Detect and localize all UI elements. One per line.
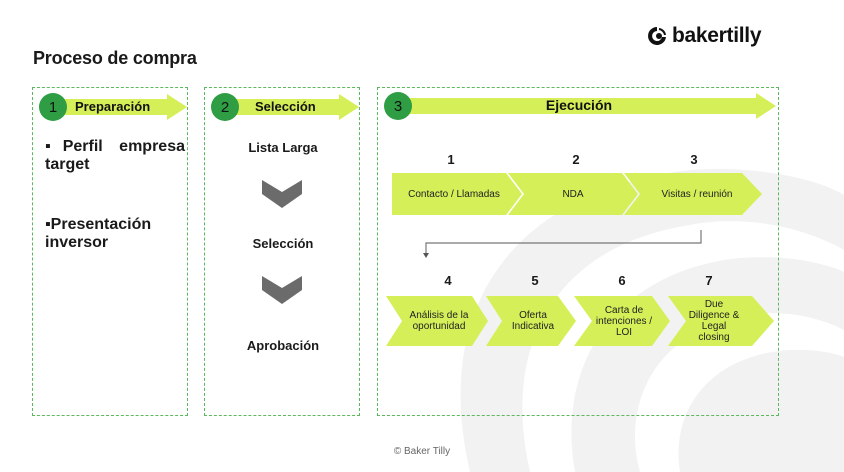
process-row-1 bbox=[392, 173, 762, 215]
phase-number-badge: 1 bbox=[39, 93, 67, 121]
phase-header: 3 Ejecución bbox=[382, 92, 776, 120]
logo-swirl-icon bbox=[648, 27, 666, 45]
bullet-item: ▪Presentación inversor bbox=[45, 216, 152, 251]
phase-label: Selección bbox=[255, 99, 316, 114]
step-number: 4 bbox=[444, 273, 452, 288]
bullet-list: ▪Perfil empresa target ▪Presentación inv… bbox=[45, 138, 185, 294]
footer-copyright: © Baker Tilly bbox=[393, 446, 451, 457]
phase-label: Ejecución bbox=[545, 97, 613, 113]
selection-step: Lista Larga bbox=[248, 140, 318, 155]
process-step-label: Contacto / Llamadas bbox=[408, 188, 500, 200]
step-number: 5 bbox=[531, 273, 539, 288]
step-number: 6 bbox=[618, 273, 626, 288]
process-segment bbox=[668, 296, 774, 346]
phase-panel-preparacion: 1 Preparación ▪Perfil empresa target ▪Pr… bbox=[32, 87, 188, 416]
phase-arrow-shape bbox=[49, 94, 187, 120]
process-segment bbox=[486, 296, 576, 346]
phase-number-badge: 2 bbox=[211, 93, 239, 121]
process-row-2 bbox=[386, 296, 774, 346]
phase-arrow-shape bbox=[221, 94, 359, 120]
process-step-label: Oferta Indicativa bbox=[511, 310, 555, 332]
step-number: 3 bbox=[690, 152, 698, 167]
process-segment bbox=[624, 173, 762, 215]
watermark-arc-outer bbox=[460, 169, 844, 472]
chevron-down-icon bbox=[262, 276, 302, 304]
process-step-label: Análisis de la oportunidad bbox=[409, 310, 469, 332]
bakertilly-logo: bakertilly bbox=[646, 24, 762, 48]
page-title: Proceso de compra bbox=[33, 48, 197, 68]
phase-label: Preparación bbox=[75, 99, 151, 114]
connector-arrow bbox=[423, 230, 702, 258]
phase-panel-seleccion: 2 Selección Lista Larga Selección Aproba… bbox=[204, 87, 360, 416]
process-segment bbox=[386, 296, 488, 346]
process-step-label: Due Diligence & Legal closing bbox=[688, 299, 740, 343]
logo-text: bakertilly bbox=[672, 24, 762, 47]
step-number: 2 bbox=[572, 152, 580, 167]
selection-step: Selección bbox=[252, 236, 314, 251]
bullet-item: ▪Perfil empresa target bbox=[45, 138, 185, 173]
process-segment bbox=[508, 173, 638, 215]
phase-header: 1 Preparación bbox=[37, 93, 187, 121]
phase-header: 2 Selección bbox=[209, 93, 359, 121]
selection-step: Aprobación bbox=[246, 338, 320, 353]
process-segment bbox=[392, 173, 522, 215]
chevron-down-icon bbox=[262, 180, 302, 208]
process-step-label: NDA bbox=[562, 188, 584, 200]
process-segment bbox=[574, 296, 670, 346]
watermark-arc-inner bbox=[678, 349, 844, 472]
phase-arrow-shape bbox=[394, 93, 776, 119]
phase-panel-ejecucion: 3 Ejecución 1 2 3 Contacto / Llamadas ND… bbox=[377, 87, 779, 416]
step-number: 7 bbox=[705, 273, 713, 288]
process-step-label: Visitas / reunión bbox=[661, 188, 733, 200]
step-number: 1 bbox=[447, 152, 455, 167]
process-step-label: Carta de intenciones / LOI bbox=[595, 304, 653, 338]
phase-number-badge: 3 bbox=[384, 92, 412, 120]
